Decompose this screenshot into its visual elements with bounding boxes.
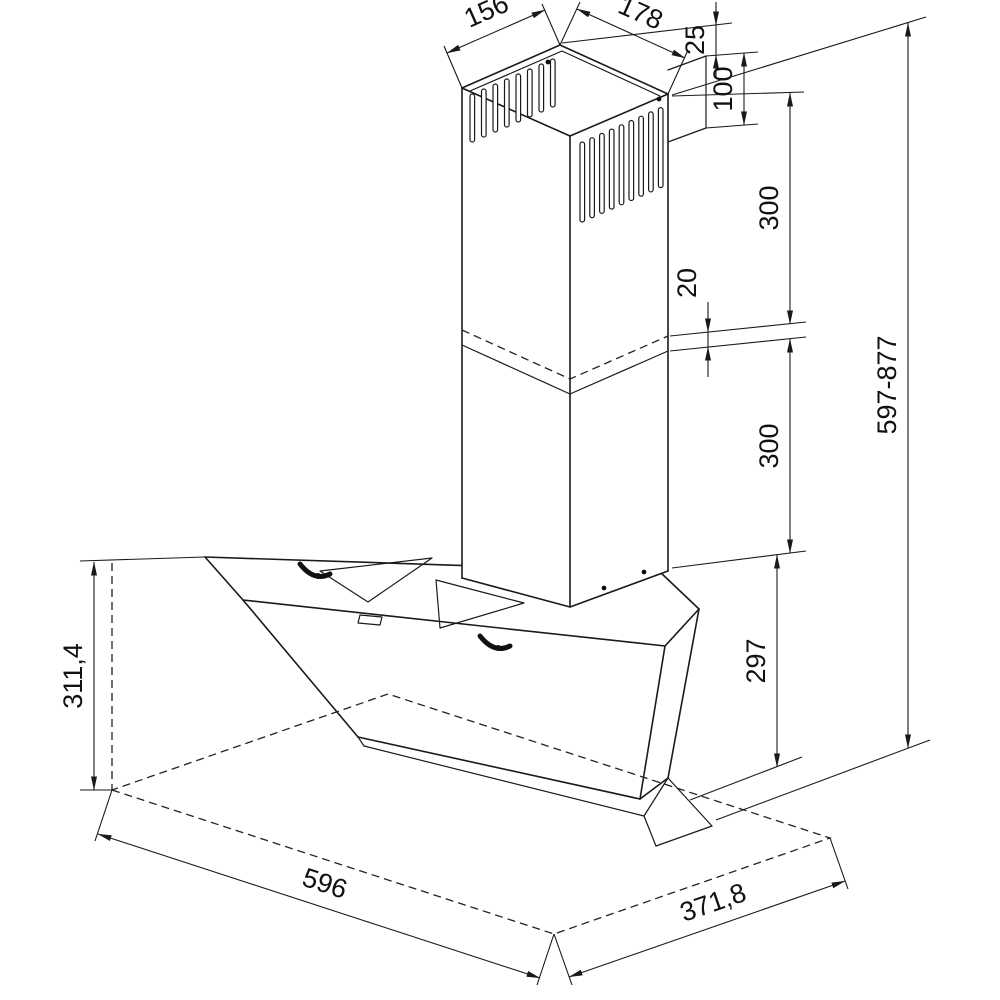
dim-overlap: 20: [669, 268, 807, 377]
dim-lower-chimney: 300: [671, 338, 807, 569]
right-panel-edge: [667, 608, 700, 779]
clamp-right-pin: [495, 645, 501, 651]
clamp-right: [477, 633, 513, 651]
dim-label-body-height: 297: [741, 638, 771, 683]
screw-base-right: [641, 569, 647, 575]
dim-bracket-height: 100: [705, 52, 759, 129]
dim-label-top-depth: 178: [614, 0, 667, 36]
chimney-duct: [461, 44, 707, 608]
dim-depth: 371,8: [553, 837, 849, 986]
frame-cutout-left: [319, 557, 433, 603]
dim-front-height: 311,4: [58, 556, 206, 791]
glass-right-edge: [639, 645, 666, 800]
dim-body-height: 297: [689, 554, 803, 801]
screw-base-left: [601, 585, 607, 591]
dimensions: 156 178 25 100 300: [58, 0, 931, 986]
dim-label-front-height: 311,4: [58, 643, 88, 709]
joint-hidden-line: [461, 329, 669, 380]
dim-label-overall-height: 597-877: [872, 335, 902, 434]
chimney-inner-rim: [469, 50, 661, 97]
wall-bracket: [667, 55, 707, 143]
dim-label-bracket-height: 100: [708, 66, 738, 111]
dim-label-overlap: 20: [672, 268, 702, 298]
chimney-joint-line: [461, 344, 669, 395]
dim-label-top-width: 156: [460, 0, 513, 34]
frame-cutout-right: [435, 579, 525, 629]
clamp-left-pin: [315, 573, 321, 579]
dim-label-bracket-offset: 25: [680, 25, 710, 55]
lower-panel-edge: [363, 745, 645, 817]
dim-label-lower-chimney: 300: [754, 423, 784, 468]
vent-slots-inner: [469, 58, 556, 143]
glass-bottom-edge: [357, 736, 641, 800]
control-box: [357, 614, 383, 626]
dim-bracket-offset: 25: [561, 2, 759, 77]
vent-slots-right: [579, 106, 664, 223]
dim-overall-height: 597-877: [671, 16, 931, 821]
dim-label-upper-chimney: 300: [754, 185, 784, 230]
glass-left-edge: [242, 599, 359, 738]
dim-label-width: 596: [299, 862, 351, 904]
hood-crease-edge: [242, 599, 666, 647]
dim-upper-chimney: 300: [669, 91, 807, 337]
clamp-left: [297, 561, 333, 579]
screw-top-left: [545, 59, 551, 65]
dim-width: 596: [94, 789, 555, 986]
hood-body: [204, 556, 713, 847]
screw-top-right: [656, 96, 662, 102]
dim-label-depth: 371,8: [676, 877, 750, 927]
